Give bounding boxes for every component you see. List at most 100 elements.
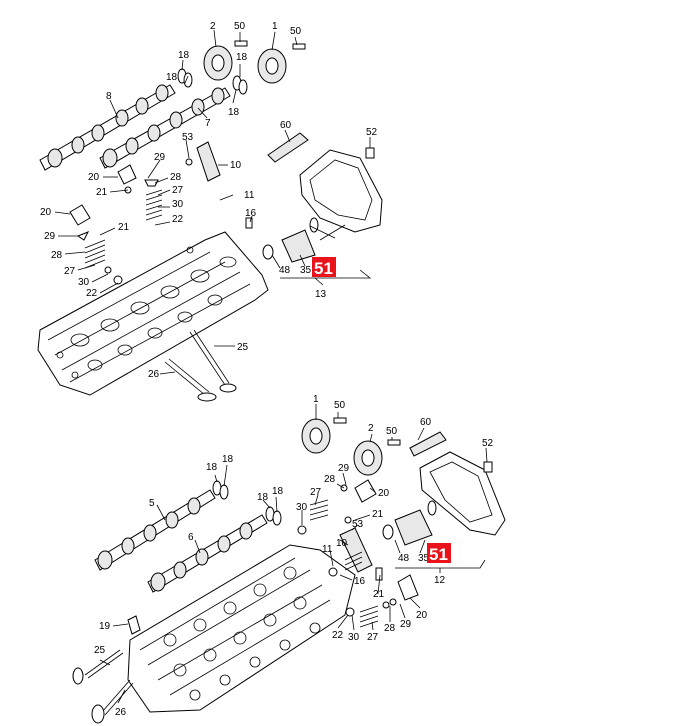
callout-30: 30 <box>78 277 90 288</box>
callout-19: 19 <box>99 621 111 632</box>
highlight-51-top: 51 <box>312 257 336 278</box>
callout-30: 30 <box>348 632 360 643</box>
callout-27: 27 <box>64 266 76 277</box>
callout-22: 22 <box>332 630 344 641</box>
camshaft-adjuster-2-bottom <box>353 440 383 476</box>
callouts-bottom: 1 50 2 50 60 52 18 18 29 28 20 18 18 27 … <box>94 394 494 718</box>
valve-25-bottom <box>72 649 124 685</box>
camshaft-adjuster-2 <box>203 45 233 81</box>
callout-18: 18 <box>236 52 248 63</box>
callout-22: 22 <box>86 288 98 299</box>
callout-35: 35 <box>418 553 430 564</box>
leader-lines <box>54 29 488 704</box>
valve-parts-bottom <box>127 479 419 635</box>
callout-25: 25 <box>94 645 106 656</box>
callout-11: 11 <box>244 190 255 201</box>
actuator-sleeve-top <box>262 217 319 263</box>
callout-30: 30 <box>296 502 308 513</box>
valve-26-bottom <box>91 679 134 724</box>
callout-28: 28 <box>384 623 396 634</box>
callout-50: 50 <box>290 26 302 37</box>
callout-52: 52 <box>366 127 378 138</box>
camshaft-7 <box>99 87 231 169</box>
camshaft-adjuster-1 <box>257 48 287 84</box>
cylinder-head-bottom <box>127 544 356 713</box>
cylinder-head-top <box>37 231 269 396</box>
callout-53: 53 <box>182 132 194 143</box>
highlight-51-label: 51 <box>314 259 333 278</box>
callout-16: 16 <box>245 208 257 219</box>
callout-29: 29 <box>400 619 412 630</box>
callout-18: 18 <box>257 492 269 503</box>
housing-cover-bottom <box>409 431 506 536</box>
callout-12: 12 <box>434 575 446 586</box>
valve-26-top <box>164 358 217 402</box>
callout-20: 20 <box>378 488 390 499</box>
housing-cover-top <box>267 132 383 233</box>
callout-48: 48 <box>279 265 291 276</box>
callout-48: 48 <box>398 553 410 564</box>
callout-16: 16 <box>354 576 366 587</box>
callout-20: 20 <box>88 172 100 183</box>
valve-parts-top <box>69 164 163 285</box>
callout-22: 22 <box>172 214 184 225</box>
callout-18: 18 <box>222 454 234 465</box>
callout-26: 26 <box>148 369 160 380</box>
callout-35: 35 <box>300 265 312 276</box>
callout-18: 18 <box>206 462 218 473</box>
callout-5: 5 <box>149 498 155 509</box>
callout-7: 7 <box>205 118 211 129</box>
bolt-16-top <box>245 217 253 229</box>
callout-52: 52 <box>482 438 494 449</box>
bolt-50-bottom <box>333 417 401 446</box>
callout-30: 30 <box>172 199 184 210</box>
callout-1: 1 <box>272 21 278 32</box>
callout-25: 25 <box>237 342 249 353</box>
callout-27: 27 <box>172 185 184 196</box>
callout-28: 28 <box>324 474 336 485</box>
callout-60: 60 <box>280 120 292 131</box>
control-valve-10-top <box>185 141 221 182</box>
callout-8: 8 <box>106 91 112 102</box>
camshaft-8 <box>39 84 176 171</box>
camshaft-6 <box>147 514 268 593</box>
callout-21: 21 <box>96 187 108 198</box>
seal-ring-18-bottom <box>212 480 282 526</box>
highlight-51-bottom: 51 <box>427 543 451 564</box>
callout-28: 28 <box>51 250 63 261</box>
callout-50: 50 <box>234 21 246 32</box>
callout-27: 27 <box>367 632 379 643</box>
callout-21: 21 <box>118 222 130 233</box>
callout-29: 29 <box>338 463 350 474</box>
camshaft-adjuster-1-bottom <box>301 418 331 454</box>
callout-26: 26 <box>115 707 127 718</box>
callout-2: 2 <box>210 21 216 32</box>
callout-29: 29 <box>44 231 56 242</box>
callout-18: 18 <box>228 107 240 118</box>
callout-2: 2 <box>368 423 374 434</box>
callout-27: 27 <box>310 487 322 498</box>
callout-60: 60 <box>420 417 432 428</box>
callout-11: 11 <box>322 544 333 555</box>
seal-ring-18-top <box>177 68 248 95</box>
callout-21: 21 <box>372 509 384 520</box>
highlight-51-label: 51 <box>429 545 448 564</box>
callout-28: 28 <box>170 172 182 183</box>
callout-13: 13 <box>315 289 327 300</box>
callout-18: 18 <box>272 486 284 497</box>
callout-18: 18 <box>178 50 190 61</box>
callouts-top: 2 50 1 50 18 18 18 18 8 7 60 52 53 10 29… <box>40 21 378 380</box>
camshaft-5 <box>94 489 216 571</box>
callout-50: 50 <box>334 400 346 411</box>
valve-25-top <box>189 329 237 393</box>
callout-53: 53 <box>352 519 364 530</box>
callout-10: 10 <box>230 160 242 171</box>
callout-20: 20 <box>416 610 428 621</box>
actuator-sleeve-bottom <box>382 500 437 546</box>
callout-18: 18 <box>166 72 178 83</box>
callout-6: 6 <box>188 532 194 543</box>
callout-10: 10 <box>336 538 348 549</box>
callout-1: 1 <box>313 394 319 405</box>
